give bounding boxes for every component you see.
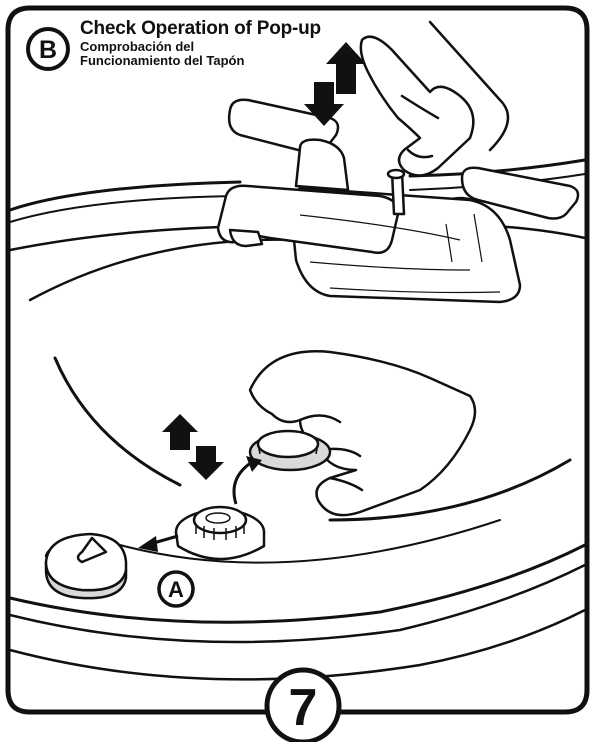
step-title-english: Check Operation of Pop-up [80, 18, 321, 40]
marker-a: A [159, 572, 193, 606]
retaining-clip [46, 534, 126, 598]
step-title-spanish-line2: Funcionamiento del Tapón [80, 54, 244, 68]
step-title-spanish-line1: Comprobación del [80, 40, 194, 54]
marker-b-label: B [39, 36, 57, 64]
marker-b: B [28, 29, 68, 69]
page-number-badge: 7 [267, 670, 339, 742]
marker-a-label: A [168, 577, 184, 602]
page-number: 7 [289, 679, 318, 737]
